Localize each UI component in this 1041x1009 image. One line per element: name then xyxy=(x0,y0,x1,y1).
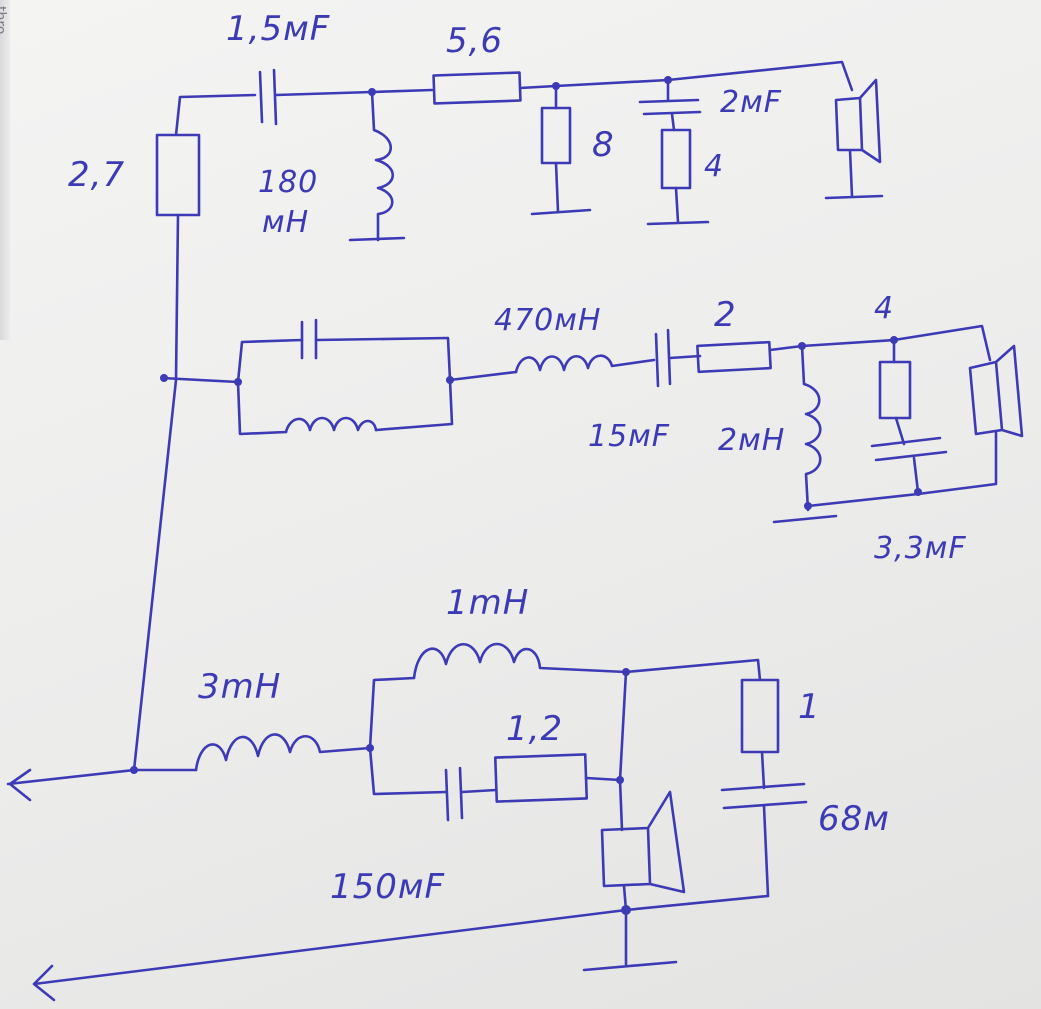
label-l-3mh: 3mH xyxy=(198,667,281,707)
label-l-1mh: 1mH xyxy=(446,583,529,623)
label-r-8: 8 xyxy=(592,125,615,165)
label-r-2-7: 2,7 xyxy=(68,155,125,195)
label-c-150: 150мF xyxy=(330,867,445,907)
labels: 1,5мF 5,6 2мF 2,7 180 мН 8 4 470мН 2 4 1… xyxy=(68,9,967,907)
wire-top-right xyxy=(518,60,854,92)
label-l-180-unit: мН xyxy=(262,205,309,240)
node-input xyxy=(130,766,138,774)
wire-15-to-2 xyxy=(668,354,702,360)
label-c-15: 15мF xyxy=(588,419,670,454)
wire-r4-mid xyxy=(892,338,906,446)
speaker-woofer xyxy=(600,790,686,912)
wire-68-down xyxy=(762,804,770,898)
inductor-180 xyxy=(370,90,395,242)
input-arrow-top xyxy=(6,768,198,802)
capacitor-3-3 xyxy=(870,436,948,462)
inductor-mid-parallel xyxy=(284,416,378,434)
wire-cap-to-node xyxy=(274,88,434,97)
wire-r8 xyxy=(554,84,560,214)
label-r-2: 2 xyxy=(714,295,737,335)
label-r-1-2: 1,2 xyxy=(506,709,563,749)
inductor-1mh xyxy=(412,642,760,680)
label-c-2: 2мF xyxy=(720,85,782,120)
resistor-1-2 xyxy=(493,753,589,803)
inductor-2mh xyxy=(800,344,822,512)
inductor-470 xyxy=(514,354,656,374)
label-l-470: 470мН xyxy=(494,303,601,338)
wire-150-to-12 xyxy=(460,788,498,794)
previous-page-edge: thro xyxy=(0,0,10,340)
return-wire xyxy=(32,894,770,1002)
speaker-mid xyxy=(968,344,1024,438)
label-c-1-5: 1,5мF xyxy=(226,9,330,49)
ground-tweeter xyxy=(824,194,884,200)
ground-2mh xyxy=(772,514,838,524)
capacitor-mid-parallel xyxy=(300,318,318,360)
resistor-2-7 xyxy=(155,133,201,217)
wire-r1 xyxy=(756,658,766,790)
top-branch xyxy=(132,60,884,772)
resistor-5-6 xyxy=(432,71,522,105)
capacitor-68 xyxy=(720,782,808,810)
label-r-5-6: 5,6 xyxy=(446,21,503,61)
ground-r8 xyxy=(530,208,592,216)
label-r-4-mid: 4 xyxy=(874,291,894,326)
wire-to-470 xyxy=(448,370,518,382)
resistor-1 xyxy=(740,678,780,754)
node-mid-bus xyxy=(160,374,168,382)
capacitor-150 xyxy=(444,766,464,822)
resistor-4-mid xyxy=(878,360,912,420)
wire-2-7-up xyxy=(174,93,257,137)
inductor-3mh xyxy=(194,733,372,772)
wire-12-right xyxy=(584,776,622,782)
ground-woofer xyxy=(582,908,678,972)
parallel-box xyxy=(236,336,454,436)
label-c-3-3: 3,3мF xyxy=(874,531,967,566)
bottom-branch xyxy=(6,642,808,1002)
resistor-4-top xyxy=(660,128,692,190)
wire-c2-r4 xyxy=(670,112,680,224)
wire-mid-in xyxy=(160,376,240,384)
capacitor-1-5 xyxy=(258,68,278,126)
wire-mid-bottom xyxy=(806,430,998,508)
wire-bottom-vertical xyxy=(618,670,628,832)
label-r-1: 1 xyxy=(798,687,821,727)
middle-branch xyxy=(160,318,1024,524)
edge-text: thro xyxy=(0,6,8,35)
capacitor-2 xyxy=(638,98,702,116)
wire-c33-gnd xyxy=(912,456,920,494)
label-c-68: 68м xyxy=(818,799,890,839)
resistor-8 xyxy=(540,106,572,165)
label-l-2mh: 2мН xyxy=(718,423,785,458)
tweeter-top xyxy=(834,78,882,198)
ground-r4 xyxy=(646,220,710,226)
main-bus-wire xyxy=(132,213,180,772)
label-r-4-top: 4 xyxy=(704,149,724,184)
ground-180 xyxy=(348,236,406,242)
wire-150-left xyxy=(368,746,448,796)
capacitor-15 xyxy=(654,328,672,388)
label-l-180-num: 180 xyxy=(258,165,318,200)
resistor-2 xyxy=(696,340,772,374)
wire-1mh-left xyxy=(368,676,416,750)
